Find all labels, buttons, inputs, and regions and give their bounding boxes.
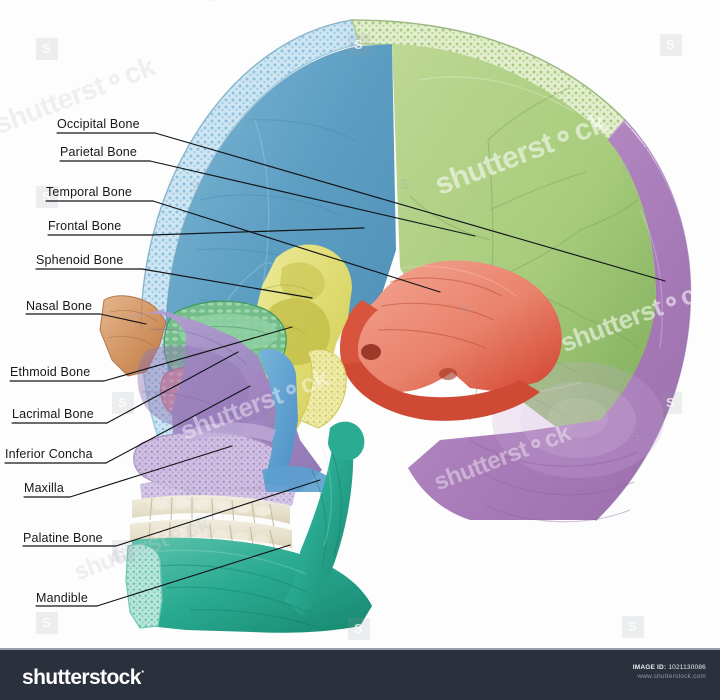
nasal-bone-region bbox=[99, 295, 167, 377]
pterygoid-plate bbox=[299, 349, 347, 429]
acoustic-meatus bbox=[361, 344, 381, 360]
temporal-bone-region bbox=[355, 260, 562, 392]
label-ethmoid: Ethmoid Bone bbox=[10, 365, 91, 379]
label-occipital: Occipital Bone bbox=[57, 117, 140, 131]
palatine-horizontal-plate bbox=[262, 465, 330, 492]
leader-line-temporal bbox=[152, 200, 441, 293]
leader-lines-svg bbox=[4, 132, 666, 607]
petrous-temporal bbox=[342, 344, 540, 421]
skull-diagram-svg bbox=[99, 19, 692, 633]
label-parietal: Parietal Bone bbox=[60, 145, 137, 159]
image-id-label: IMAGE ID: bbox=[632, 664, 667, 671]
shutterstock-logo-mark: · bbox=[140, 664, 146, 679]
label-frontal: Frontal Bone bbox=[48, 219, 122, 233]
label-temporal: Temporal Bone bbox=[46, 185, 133, 199]
shutterstock-url: www.shutterstock.com bbox=[637, 673, 706, 681]
shutterstock-footer-bar: shutterstock· IMAGE ID: 1021130086 www.s… bbox=[0, 648, 720, 700]
shutterstock-logo: shutterstock· bbox=[22, 664, 145, 690]
image-meta: IMAGE ID: 1021130086 www.shutterstock.co… bbox=[633, 663, 706, 682]
maxilla-alveolar bbox=[140, 477, 296, 506]
temporal-mastoid bbox=[340, 300, 378, 364]
mandible-cut-surface bbox=[125, 543, 163, 629]
mandibular-teeth bbox=[130, 519, 292, 553]
label-inferior-concha: Inferior Concha bbox=[5, 447, 93, 461]
inner-cranial-surfaces bbox=[99, 44, 691, 633]
illustration-outlines bbox=[140, 19, 691, 521]
shutterstock-logo-text: shutterstock bbox=[22, 666, 141, 689]
mandible-condyle bbox=[328, 421, 365, 461]
leader-line-maxilla bbox=[69, 445, 233, 498]
skull-illustration: shutterst⚬ck shutterst⚬ck shutterst⚬ck s… bbox=[0, 0, 720, 648]
palatine-bone-region bbox=[258, 349, 298, 486]
label-sphenoid: Sphenoid Bone bbox=[36, 253, 124, 267]
image-id-line: IMAGE ID: 1021130086 bbox=[633, 663, 706, 672]
label-maxilla: Maxilla bbox=[24, 481, 64, 495]
label-nasal: Nasal Bone bbox=[26, 299, 93, 313]
image-id-value: 1021130086 bbox=[668, 664, 706, 671]
occipital-bone-region bbox=[408, 122, 691, 520]
label-mandible: Mandible bbox=[36, 591, 88, 605]
leader-line-ethmoid bbox=[103, 326, 293, 382]
label-lacrimal: Lacrimal Bone bbox=[12, 407, 94, 421]
label-palatine: Palatine Bone bbox=[23, 531, 103, 545]
leader-line-inferior-concha bbox=[105, 385, 251, 464]
mandible-ramus bbox=[284, 430, 354, 616]
leader-line-nasal bbox=[99, 313, 147, 325]
leader-line-mandible bbox=[96, 544, 291, 607]
leader-line-parietal bbox=[149, 160, 476, 237]
leader-line-sphenoid bbox=[141, 268, 313, 299]
leader-line-frontal bbox=[150, 227, 365, 236]
leader-line-lacrimal bbox=[106, 351, 239, 424]
leader-line-palatine bbox=[115, 479, 321, 547]
leader-line-occipital bbox=[154, 132, 666, 282]
